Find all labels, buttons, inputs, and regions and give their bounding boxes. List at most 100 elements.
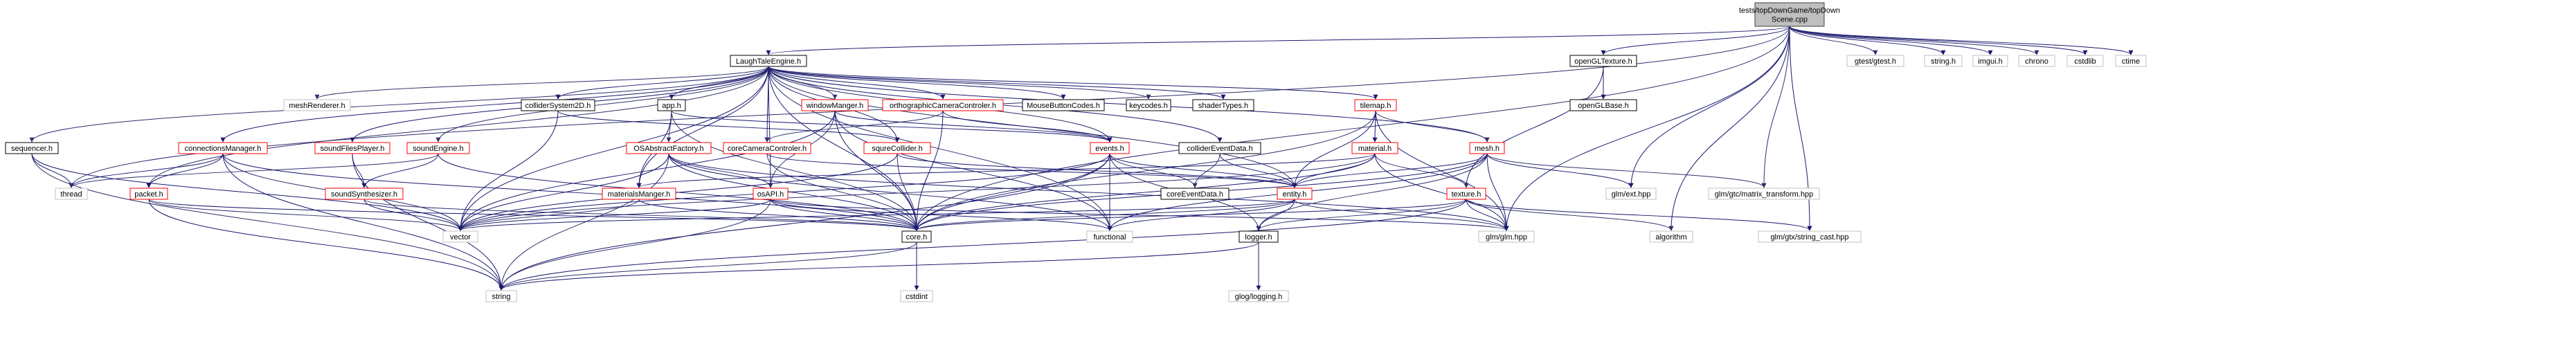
node-mouseCodes[interactable]: MouseButtonCodes.h (1022, 99, 1105, 111)
edge-core-to-string (498, 242, 917, 291)
node-label-soundFilesPlayer: soundFilesPlayer.h (321, 145, 385, 153)
edge-packet-to-string (148, 199, 504, 291)
node-packet[interactable]: packet.h (129, 188, 168, 200)
edge-mesh-to-entity (1292, 153, 1488, 188)
edge-material-to-vector (458, 153, 1376, 231)
node-osAPI[interactable]: osAPI.h (753, 188, 789, 200)
node-label-orthoCam: orthographicCameraControler.h (890, 102, 996, 110)
node-thread: thread (55, 188, 88, 200)
node-label-soundSynth: soundSynthesizer.h (331, 190, 397, 199)
node-box-thread (55, 188, 88, 200)
node-meshRenderer: meshRenderer.h (283, 99, 351, 111)
edge-colSys2D-to-vector (458, 110, 559, 231)
node-osAbsFactory[interactable]: OSAbstractFactory.h (626, 142, 712, 154)
node-colSys2D[interactable]: colliderSystem2D.h (521, 99, 595, 111)
edge-root-to-glmExt (1628, 26, 1790, 188)
edge-connMgr-to-packet (146, 153, 224, 188)
edge-coreCamCtrl-to-core (766, 153, 919, 231)
node-label-soundEngine: soundEngine.h (413, 145, 463, 153)
node-box-glogLogging (1228, 290, 1289, 302)
edge-mesh-to-glmGlm (1486, 153, 1509, 231)
edge-engine-to-tilemap (768, 66, 1378, 100)
node-events[interactable]: events.h (1090, 142, 1130, 154)
edge-soundFilesPlayer-to-soundSynth (352, 153, 367, 188)
node-glmStrCast: glm/gtx/string_cast.hpp (1758, 230, 1862, 243)
node-coreCamCtrl[interactable]: coreCameraControler.h (723, 142, 811, 154)
node-label-mesh: mesh.h (1475, 145, 1499, 153)
node-box-connMgr (178, 142, 268, 154)
node-box-tilemap (1354, 99, 1397, 111)
node-entity[interactable]: entity.h (1277, 188, 1313, 200)
edge-engine-to-soundEngine (435, 66, 769, 143)
edge-osAbsFactory-to-functional (668, 153, 1113, 231)
edge-root-to-glmGlm (1504, 26, 1790, 231)
node-squreCollider[interactable]: squreCollider.h (863, 142, 931, 154)
node-box-glmGlm (1478, 230, 1535, 243)
edge-orthoCam-to-coreCamCtrl (764, 110, 944, 143)
edge-orthoCam-to-events (942, 110, 1113, 143)
edge-winMgr-to-functional (834, 110, 1113, 231)
node-label-materialsMgr: materialsManger.h (608, 190, 671, 199)
node-label-cstdlib: cstdlib (2074, 57, 2096, 66)
edge-osAbsFactory-to-string (498, 153, 669, 291)
node-label-texture: texture.h (1452, 190, 1481, 199)
node-connMgr[interactable]: connectionsManager.h (178, 142, 268, 154)
node-soundSynth[interactable]: soundSynthesizer.h (325, 188, 404, 200)
edge-root-to-engine (766, 26, 1790, 55)
node-soundEngine[interactable]: soundEngine.h (406, 142, 470, 154)
node-label-colEventData: colliderEventData.h (1187, 145, 1252, 153)
edge-engine-to-shaderTypes (768, 66, 1226, 100)
edge-osAPI-to-glmGlm (770, 199, 1509, 231)
edge-layer (29, 26, 2134, 291)
edge-root-to-oglTex (1601, 26, 1790, 55)
edge-entity-to-core (914, 199, 1295, 231)
node-box-mesh (1469, 142, 1505, 154)
node-core[interactable]: core.h (901, 230, 932, 243)
node-label-oglTex: openGLTexture.h (1574, 57, 1632, 66)
edge-mesh-to-logger (1256, 153, 1488, 231)
edge-texture-to-algorithm (1466, 199, 1674, 231)
node-box-orthoCam (882, 99, 1004, 111)
node-imgui: imgui.h (1972, 55, 2008, 67)
node-material[interactable]: material.h (1351, 142, 1398, 154)
edge-logger-to-string (498, 242, 1259, 291)
node-oglBase[interactable]: openGLBase.h (1569, 99, 1637, 111)
node-label-osAPI: osAPI.h (757, 190, 784, 199)
node-glogLogging: glog/logging.h (1228, 290, 1289, 302)
node-coreEventData[interactable]: coreEventData.h (1160, 188, 1230, 200)
node-box-coreEventData (1160, 188, 1230, 200)
edge-engine-to-materialsMgr (636, 66, 769, 188)
node-mesh[interactable]: mesh.h (1469, 142, 1505, 154)
node-box-meshRenderer (283, 99, 351, 111)
edge-tilemap-to-core (914, 110, 1376, 231)
node-shaderTypes[interactable]: shaderTypes.h (1192, 99, 1254, 111)
node-oglTex[interactable]: openGLTexture.h (1569, 55, 1637, 67)
node-colEventData[interactable]: colliderEventData.h (1178, 142, 1261, 154)
edge-tilemap-to-entity (1292, 110, 1376, 188)
node-logger[interactable]: logger.h (1239, 230, 1279, 243)
node-layer: tests/topDownGame/topDownScene.cppLaughT… (5, 2, 2147, 302)
node-label-entity: entity.h (1283, 190, 1307, 199)
node-box-cstdint (900, 290, 933, 302)
node-box-oglBase (1569, 99, 1637, 111)
node-label-imgui: imgui.h (1978, 57, 2002, 66)
node-tilemap[interactable]: tilemap.h (1354, 99, 1397, 111)
node-engine[interactable]: LaughTaleEngine.h (730, 55, 807, 67)
edge-connMgr-to-string (222, 153, 504, 291)
node-sequencer[interactable]: sequencer.h (5, 142, 59, 154)
node-glmGlm: glm/glm.hpp (1478, 230, 1535, 243)
node-texture[interactable]: texture.h (1446, 188, 1486, 200)
node-soundFilesPlayer[interactable]: soundFilesPlayer.h (314, 142, 390, 154)
node-orthoCam[interactable]: orthographicCameraControler.h (882, 99, 1004, 111)
node-functional: functional (1086, 230, 1133, 243)
edge-connMgr-to-thread (69, 153, 224, 188)
node-glmExt: glm/ext.hpp (1605, 188, 1657, 200)
node-box-coreCamCtrl (723, 142, 811, 154)
node-keycodes[interactable]: keycodes.h (1126, 99, 1171, 111)
node-materialsMgr[interactable]: materialsManger.h (602, 188, 676, 200)
node-winMgr[interactable]: windowManger.h (801, 99, 869, 111)
node-app[interactable]: app.h (657, 99, 686, 111)
node-label-osAbsFactory: OSAbstractFactory.h (633, 145, 703, 153)
